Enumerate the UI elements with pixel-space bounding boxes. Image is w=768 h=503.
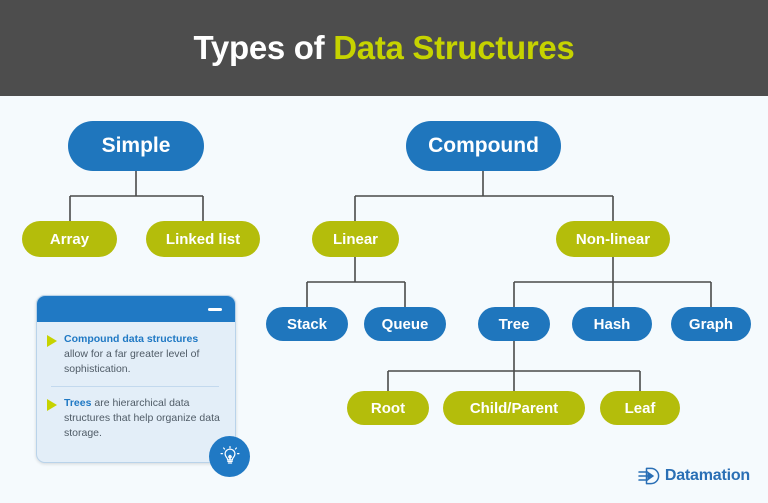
callout-bullet-1-rest: allow for a far greater level of sophist…: [64, 347, 200, 375]
node-graph[interactable]: Graph: [671, 307, 751, 341]
triangle-right-icon: [47, 398, 57, 411]
node-stack-label: Stack: [286, 315, 328, 333]
node-non-linear-label: Non-linear: [575, 230, 651, 248]
lightbulb-badge: [209, 436, 250, 477]
callout-bullet-2: Trees are hierarchical data structures t…: [64, 396, 223, 441]
node-queue-label: Queue: [381, 315, 429, 333]
callout-bullet-1-lead: Compound data structures: [64, 333, 199, 345]
tree-diagram: Simple Compound Array Linked list Linear…: [0, 96, 768, 503]
node-array[interactable]: Array: [22, 221, 117, 257]
node-leaf[interactable]: Leaf: [600, 391, 680, 425]
callout-divider: [51, 385, 219, 387]
minimize-icon[interactable]: [208, 307, 222, 311]
callout-titlebar: [37, 296, 235, 322]
node-array-label: Array: [49, 230, 90, 248]
info-callout-card: Compound data structures allow for a far…: [36, 295, 250, 477]
lightbulb-icon: [220, 445, 239, 464]
callout-body: Compound data structures allow for a far…: [37, 322, 235, 448]
node-linked-list-label: Linked list: [165, 230, 241, 248]
node-queue[interactable]: Queue: [364, 307, 446, 341]
callout-bullet-2-rest: are hierarchical data structures that he…: [64, 396, 220, 439]
callout-bullet-1: Compound data structures allow for a far…: [64, 332, 223, 377]
node-linear-label: Linear: [332, 230, 378, 248]
node-leaf-label: Leaf: [624, 399, 656, 417]
node-stack[interactable]: Stack: [266, 307, 348, 341]
page-title-accent: Data Structures: [333, 29, 575, 66]
node-compound-label: Compound: [428, 134, 539, 157]
datamation-mark-icon: [638, 467, 660, 485]
node-child-parent-label: Child/Parent: [469, 399, 559, 417]
node-tree[interactable]: Tree: [478, 307, 550, 341]
node-graph-label: Graph: [688, 315, 734, 333]
node-simple[interactable]: Simple: [68, 121, 204, 171]
node-hash[interactable]: Hash: [572, 307, 652, 341]
node-simple-label: Simple: [101, 134, 171, 157]
node-hash-label: Hash: [593, 315, 631, 333]
datamation-logo[interactable]: Datamation: [638, 466, 750, 486]
node-root[interactable]: Root: [347, 391, 429, 425]
list-item: Compound data structures allow for a far…: [47, 332, 223, 377]
node-child-parent[interactable]: Child/Parent: [443, 391, 585, 425]
triangle-right-icon: [47, 335, 57, 347]
page-title-main: Types of: [193, 29, 334, 66]
node-compound[interactable]: Compound: [406, 121, 561, 171]
connector-lines: [69, 171, 712, 391]
node-linear[interactable]: Linear: [312, 221, 399, 257]
node-tree-label: Tree: [498, 315, 530, 333]
callout-bullet-2-lead: Trees: [64, 396, 92, 409]
page-title: Types of Data Structures: [194, 29, 575, 67]
list-item: Trees are hierarchical data structures t…: [47, 396, 223, 441]
node-root-label: Root: [370, 399, 406, 417]
node-linked-list[interactable]: Linked list: [146, 221, 260, 257]
datamation-logo-text: Datamation: [664, 467, 750, 484]
node-non-linear[interactable]: Non-linear: [556, 221, 670, 257]
header-banner: Types of Data Structures: [0, 0, 768, 96]
